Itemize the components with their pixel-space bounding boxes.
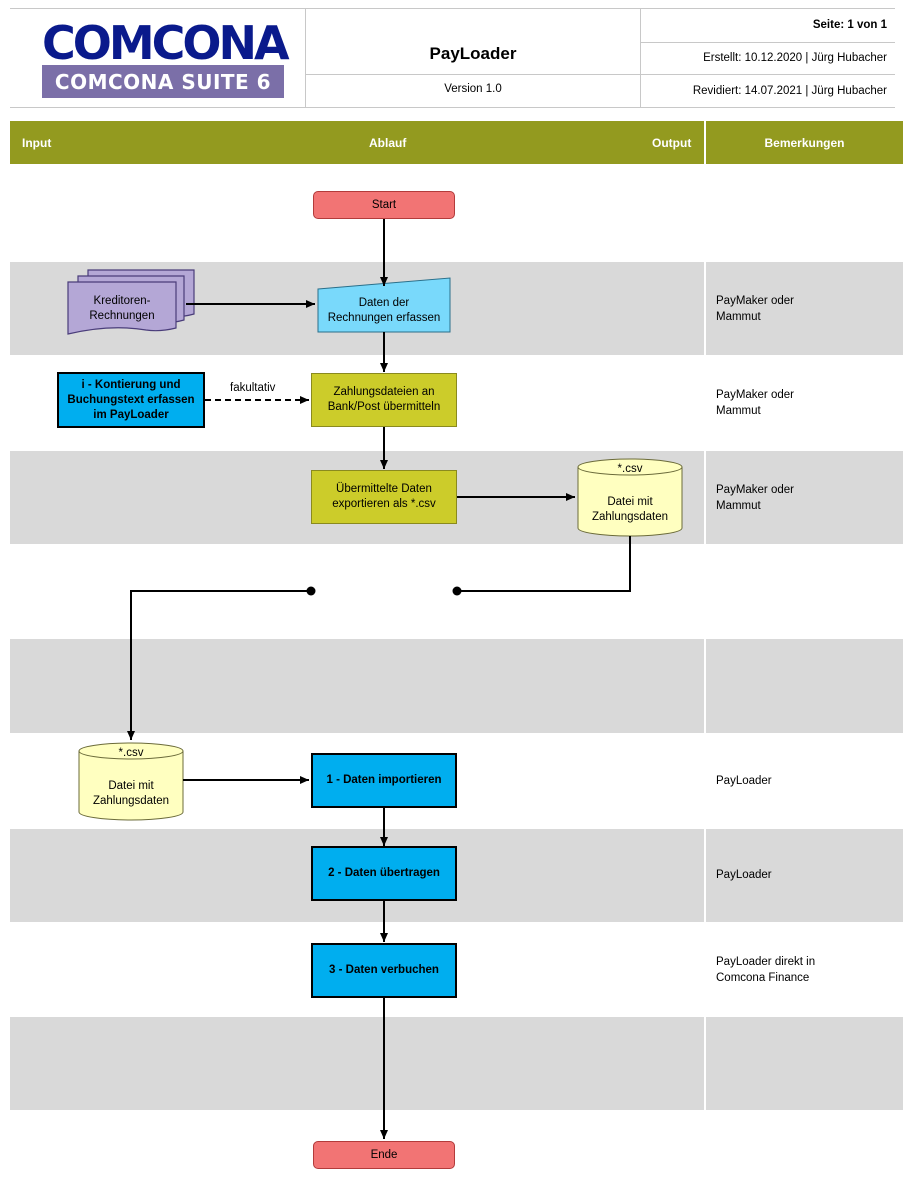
remark-import: PayLoader (716, 775, 772, 787)
product-logo-bar: COMCONA SUITE 6 (42, 65, 284, 98)
export-node: Übermittelte Daten exportieren als *.csv (311, 470, 457, 524)
remark-post: PayLoader direkt in Comcona Finance (716, 956, 816, 984)
csv-output-label: Datei mit Zahlungsdaten (591, 496, 669, 523)
page-counter: Seite: 1 von 1 (812, 19, 887, 31)
row-band (10, 1017, 903, 1110)
column-output: Output (652, 135, 692, 150)
transfer-node: 2 - Daten übertragen (311, 846, 457, 901)
column-flow: Ablauf (369, 135, 407, 150)
optional-label: fakultativ (230, 382, 276, 394)
column-input: Input (22, 135, 52, 150)
manual-input-shape (317, 277, 451, 333)
invoices-label: Kreditoren- Rechnungen (89, 295, 155, 322)
company-logo: COMCONA (42, 16, 290, 70)
column-remarks: Bemerkungen (764, 135, 845, 150)
remark-transfer: PayLoader (716, 869, 772, 881)
remark-transmit: PayMaker oder Mammut (716, 389, 794, 417)
document-version: Version 1.0 (444, 83, 502, 95)
invoice-document-shape (67, 269, 195, 335)
csv-output-cylinder (577, 458, 683, 537)
csv-input-cylinder (78, 742, 184, 821)
remark-export: PayMaker oder Mammut (716, 484, 794, 512)
transmit-node: Zahlungsdateien an Bank/Post übermitteln (311, 373, 457, 427)
document-title: PayLoader (429, 44, 517, 63)
start-node: Start (313, 191, 455, 219)
csv-output-ext: *.csv (617, 462, 643, 475)
revised-info: Revidiert: 14.07.2021 | Jürg Hubacher (692, 85, 887, 97)
csv-input-ext: *.csv (118, 746, 144, 759)
created-info: Erstellt: 10.12.2020 | Jürg Hubacher (703, 52, 887, 64)
import-node: 1 - Daten importieren (311, 753, 457, 808)
end-node: Ende (313, 1141, 455, 1169)
remark-capture: PayMaker oder Mammut (716, 295, 794, 323)
csv-input-label: Datei mit Zahlungsdaten (92, 780, 170, 807)
post-node: 3 - Daten verbuchen (311, 943, 457, 998)
capture-data-label: Daten der Rechnungen erfassen (327, 297, 441, 324)
column-header-bar (10, 121, 903, 164)
row-band (10, 639, 903, 733)
optional-input-box: i - Kontierung und Buchungstext erfassen… (57, 372, 205, 428)
